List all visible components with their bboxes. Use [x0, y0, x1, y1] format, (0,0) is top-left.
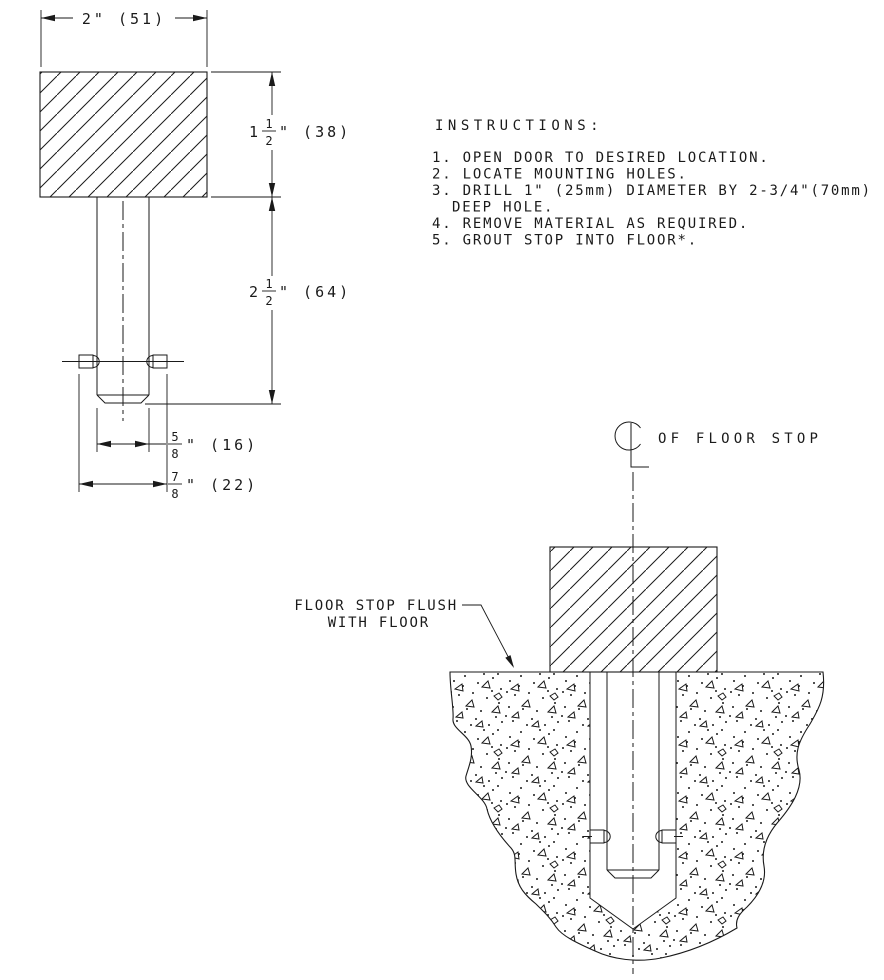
dim-pin-arrow-right: [153, 480, 167, 488]
instruction-line-5: 5. GROUT STOP INTO FLOOR*.: [432, 233, 698, 249]
flush-callout: FLOOR STOP FLUSH WITH FLOOR: [294, 598, 514, 668]
centerline-symbol: [614, 421, 649, 468]
dim-pin-metric: " (22): [186, 476, 258, 494]
instructions-block: INSTRUCTIONS: 1. OPEN DOOR TO DESIRED LO…: [432, 118, 872, 249]
dim-tip-width: 5 8 " (16): [96, 408, 258, 461]
dim-stem-arrow-bottom: [268, 390, 276, 404]
dim-pin-extension-lines: [78, 374, 168, 492]
dim-width-arrow-left: [41, 14, 55, 22]
instruction-line-3-wrap: DEEP HOLE.: [452, 200, 554, 216]
dim-head-extension-lines: [211, 71, 281, 198]
detent-pin-left: [78, 354, 100, 369]
dim-pin-arrow-left: [79, 480, 93, 488]
instruction-line-3: 3. DRILL 1" (25mm) DIAMETER BY 2-3/4"(70…: [432, 183, 872, 199]
dim-head-denominator: 2: [265, 134, 272, 148]
detent-pin-left-installed: [589, 829, 611, 844]
instruction-line-2: 2. LOCATE MOUNTING HOLES.: [432, 167, 688, 183]
dim-width-arrow-right: [193, 14, 207, 22]
dim-pin-denominator: 8: [171, 487, 178, 501]
dim-head-arrow-bottom: [268, 183, 276, 197]
flush-leader-line: [462, 604, 514, 667]
dim-tip-arrow-right: [135, 440, 149, 448]
dim-head-numerator: 1: [265, 117, 272, 131]
instruction-line-4: 4. REMOVE MATERIAL AS REQUIRED.: [432, 216, 749, 232]
section-view: OF FLOOR STOP FLOOR STOP FLUSH WITH FLOO…: [294, 421, 825, 974]
dim-stem-numerator: 1: [265, 277, 272, 291]
dim-head-arrow-top: [268, 72, 276, 86]
front-view: 2" (51) 1 1 2 " (38) 2 1 2 " (64): [39, 10, 351, 501]
dim-stem-denominator: 2: [265, 294, 272, 308]
instruction-line-1: 1. OPEN DOOR TO DESIRED LOCATION.: [432, 150, 770, 166]
flush-label-line2: WITH FLOOR: [328, 615, 430, 631]
dim-head-metric: " (38): [279, 123, 351, 141]
dim-tip-denominator: 8: [171, 447, 178, 461]
dim-width-extension-lines: [40, 10, 208, 67]
dim-tip-arrow-left: [97, 440, 111, 448]
dim-stem-arrow-top: [268, 197, 276, 211]
dim-pin-numerator: 7: [171, 470, 178, 484]
front-view-geometry: [39, 71, 208, 421]
centerline-symbol-l: [630, 423, 649, 468]
dim-stem-whole: 2: [249, 283, 261, 301]
dim-width-text: 2" (51): [82, 10, 166, 28]
instructions-title: INSTRUCTIONS:: [435, 118, 603, 134]
flush-leader-arrow: [505, 655, 514, 668]
stop-head-section: [39, 71, 208, 198]
centerline-label: OF FLOOR STOP: [658, 431, 822, 447]
dim-head-height: 1 1 2 " (38): [211, 71, 351, 198]
dim-head-whole: 1: [249, 123, 261, 141]
dim-tip-extension-lines: [96, 408, 150, 452]
flush-label-line1: FLOOR STOP FLUSH: [294, 598, 458, 614]
dim-width: 2" (51): [40, 10, 208, 67]
detent-pin-right-installed: [655, 829, 677, 844]
centerline-symbol-c: [614, 421, 641, 451]
dim-stem-length: 2 1 2 " (64): [145, 197, 351, 405]
dim-tip-numerator: 5: [171, 430, 178, 444]
detent-pin-right: [146, 354, 168, 369]
dim-stem-metric: " (64): [279, 283, 351, 301]
dim-tip-metric: " (16): [186, 436, 258, 454]
dim-pin-width: 7 8 " (22): [78, 374, 258, 501]
